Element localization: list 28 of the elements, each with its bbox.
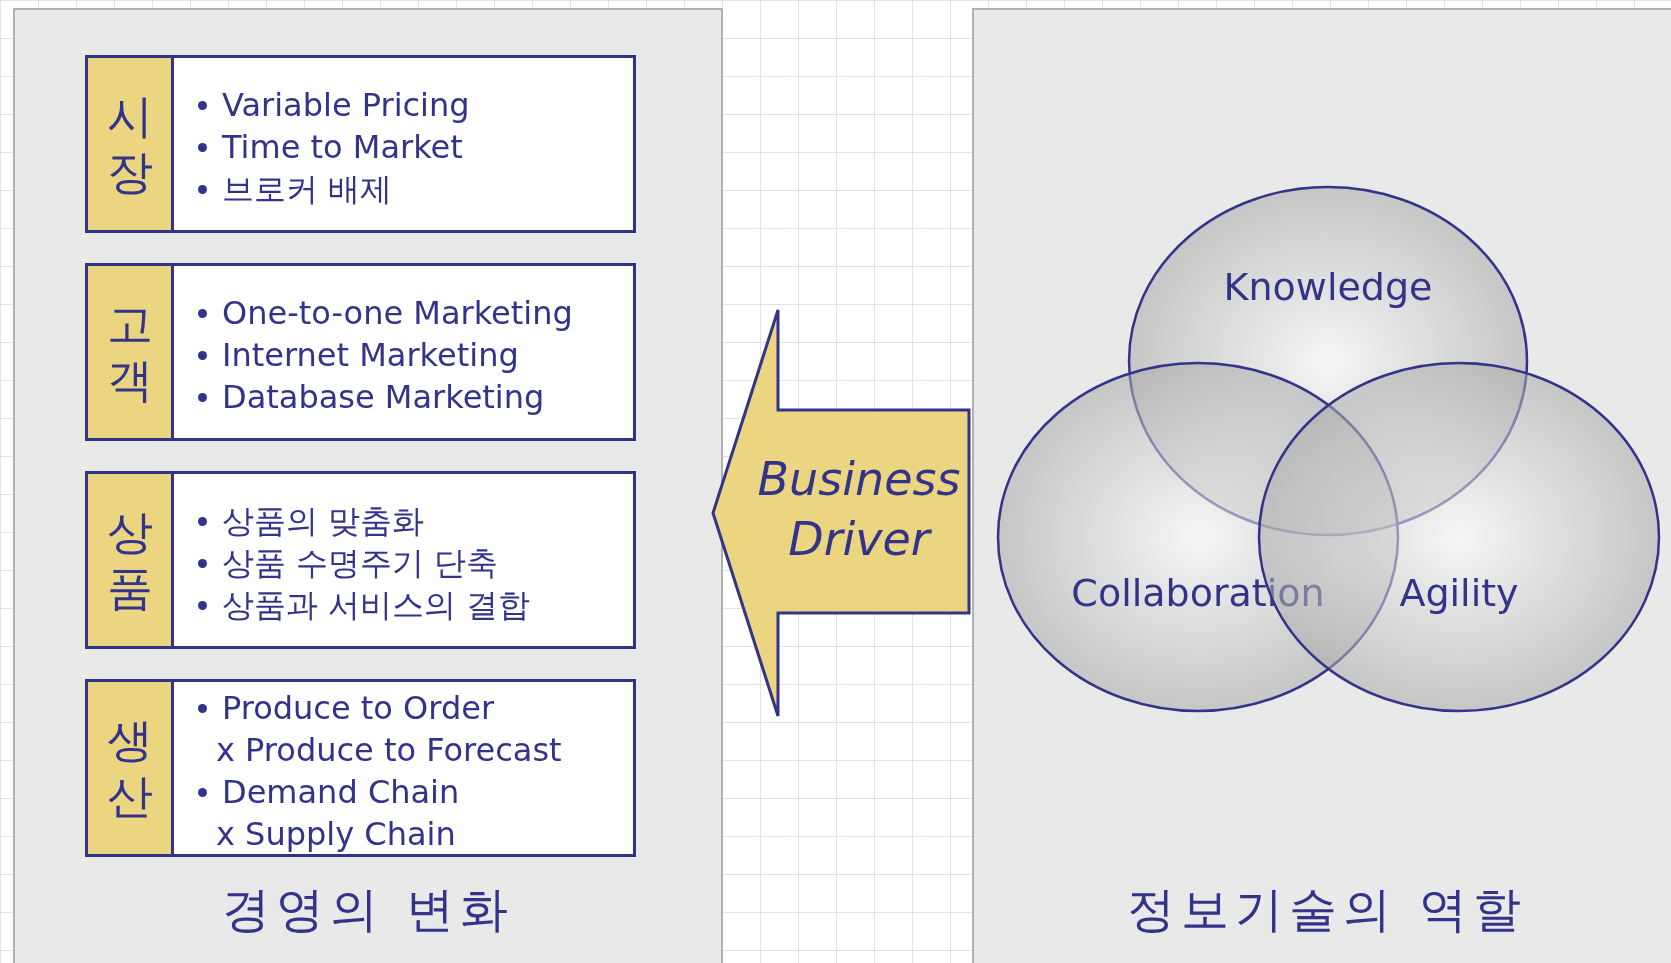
panel-title: 경영의 변화 [221, 880, 515, 939]
bullet-item: 상품 수명주기 단축 [196, 542, 499, 584]
bullet-item: x Supply Chain [215, 814, 456, 855]
panel [972, 8, 1671, 963]
category-heading: 고객 [88, 266, 174, 438]
bullet-item: 브로커 배제 [196, 168, 393, 210]
bullet-item: x Produce to Forecast [215, 730, 562, 771]
category-card [85, 471, 636, 649]
arrow-label: Business Driver [756, 451, 962, 568]
category-heading: 상품 [88, 474, 174, 646]
bullet-item: 상품의 맞춤화 [196, 500, 425, 542]
category-card [85, 55, 636, 233]
category-heading: 생산 [88, 682, 174, 854]
bullet-item: Produce to Order [196, 687, 495, 729]
category-card [85, 263, 636, 441]
panel [13, 8, 723, 963]
bullet-item: One-to-one Marketing [196, 292, 573, 334]
panel-title: 정보기술의 역할 [1126, 880, 1528, 939]
bullet-item: 상품과 서비스의 결합 [196, 584, 531, 626]
block-arrow [712, 309, 971, 717]
bullet-item: Database Marketing [196, 376, 545, 418]
bullet-item: Demand Chain [196, 771, 460, 813]
bullet-item: Time to Market [196, 126, 463, 168]
circle-label: Knowledge [1222, 265, 1434, 309]
category-heading: 시장 [88, 58, 174, 230]
category-card [85, 679, 636, 857]
bullet-item: Internet Marketing [196, 334, 519, 376]
bullet-item: Variable Pricing [196, 84, 470, 126]
